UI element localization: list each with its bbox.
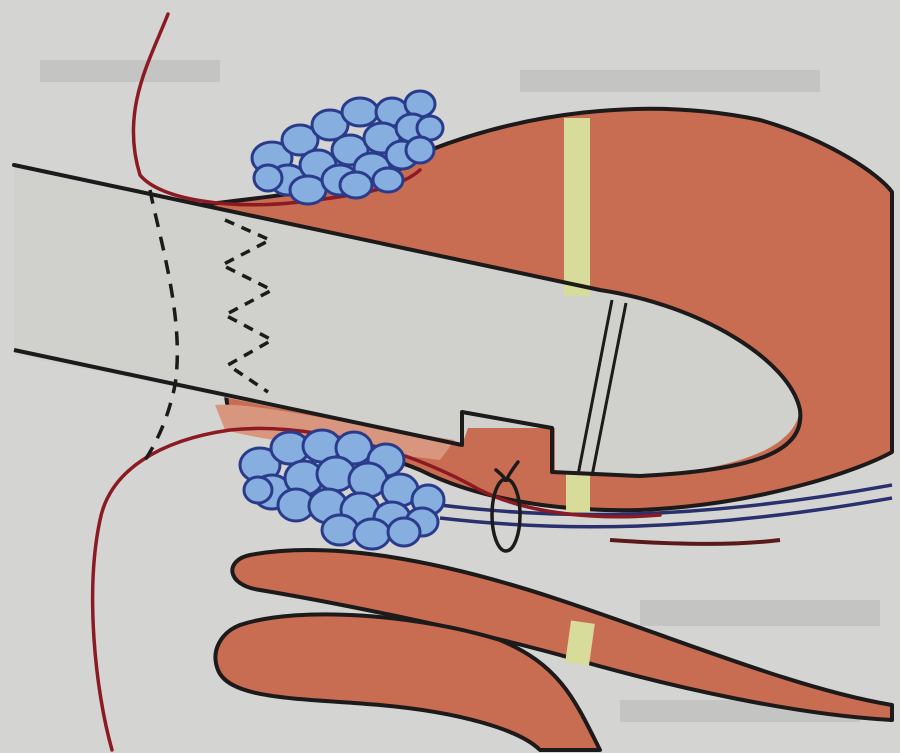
vertical-band-lower [566, 472, 590, 512]
gland-lobule [340, 172, 372, 198]
gland-lobule [354, 519, 390, 549]
gland-lobule [322, 515, 358, 545]
gland-lobule [406, 137, 434, 163]
gland-lobule [342, 98, 378, 126]
vertical-band [564, 118, 590, 296]
gland-lobule [254, 165, 282, 191]
dark-strip [610, 540, 780, 544]
gland-lobule [244, 477, 272, 503]
gland-lobule [373, 168, 403, 192]
gland-lobule [388, 518, 420, 546]
